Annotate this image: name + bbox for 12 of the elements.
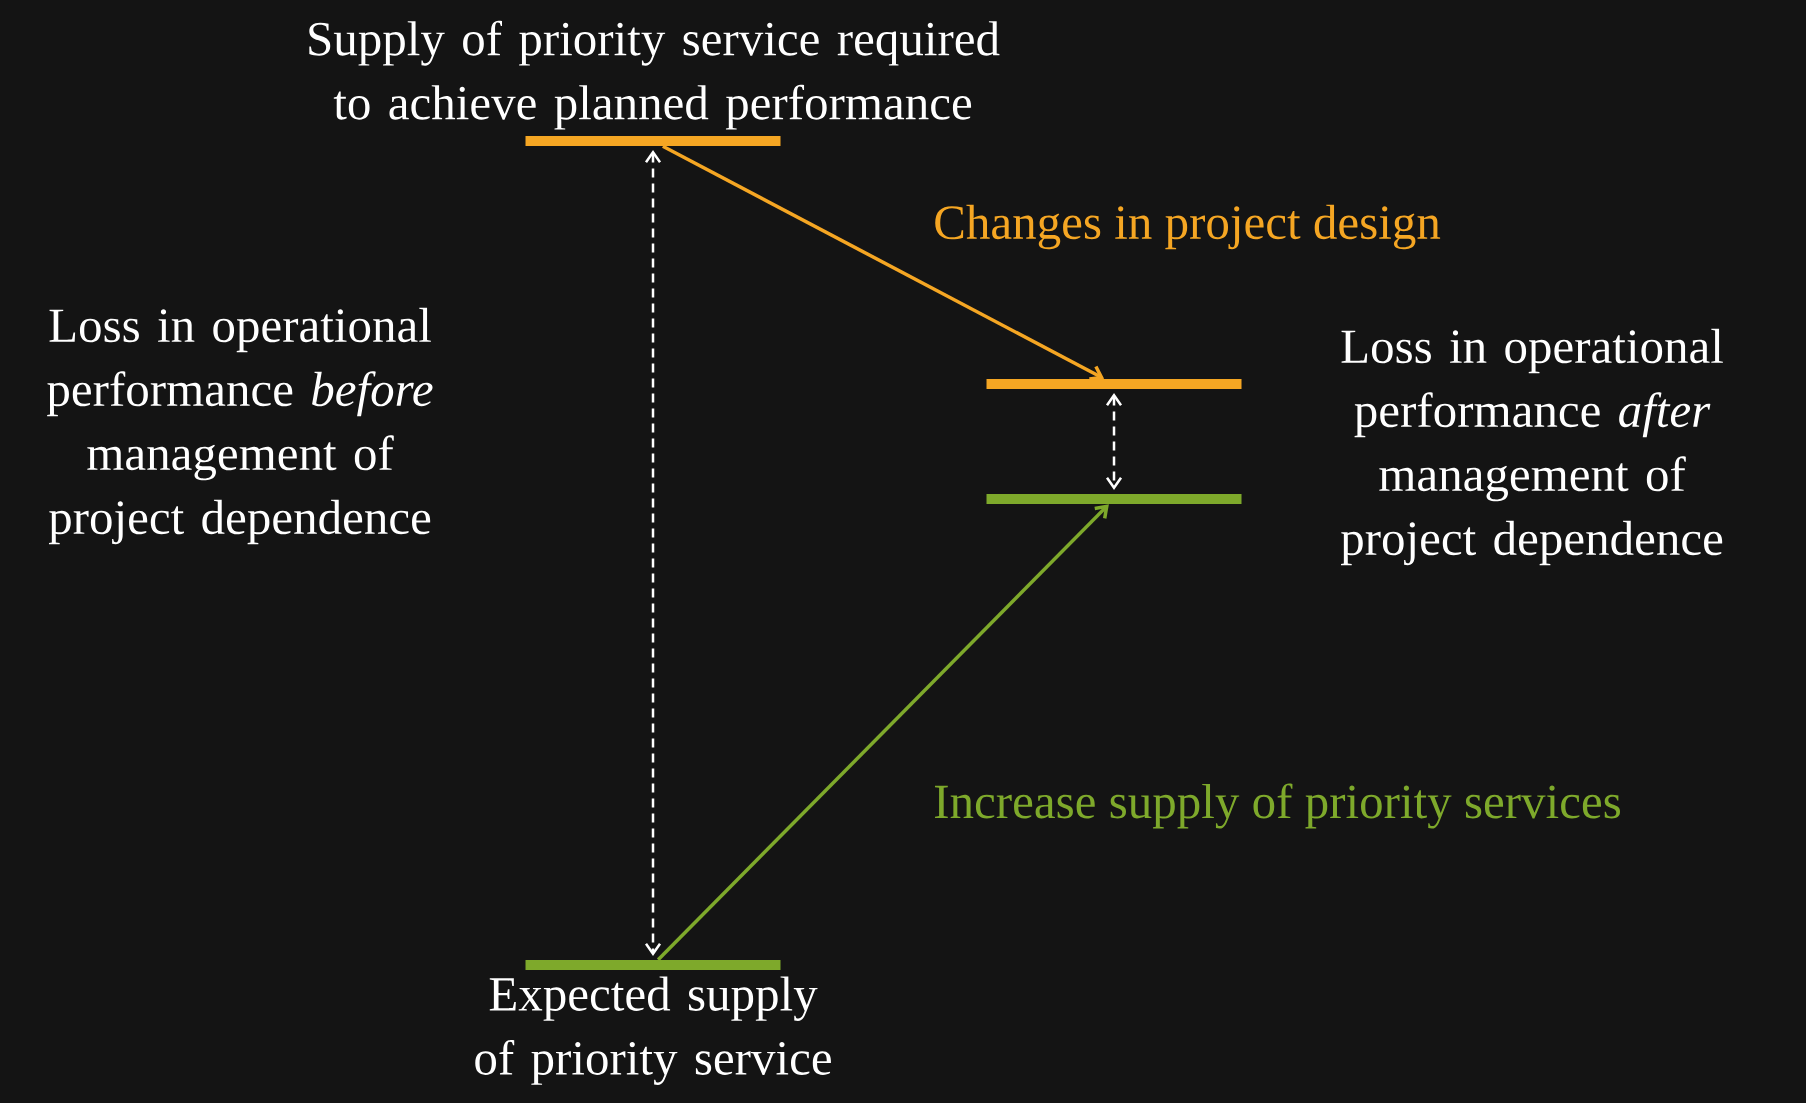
arrow (645, 150, 662, 956)
edge-label: Increase supply of priority services (935, 783, 1620, 829)
text-label: Loss in operational performance before management of project dependence (47, 307, 433, 545)
arrow (1106, 393, 1123, 490)
level-bar (986, 379, 1242, 389)
level-bar (986, 494, 1242, 504)
labelled-level-bar: Expected supply of priority service (475, 960, 831, 1085)
labelled-level-bar: Supply of priority service required to achieve planned performance (309, 20, 1000, 146)
arrow (662, 144, 1105, 381)
arrow (656, 504, 1109, 962)
edge-label: Changes in project design (935, 204, 1441, 250)
text-label: Loss in operational performance after management of project dependence (1341, 328, 1723, 566)
